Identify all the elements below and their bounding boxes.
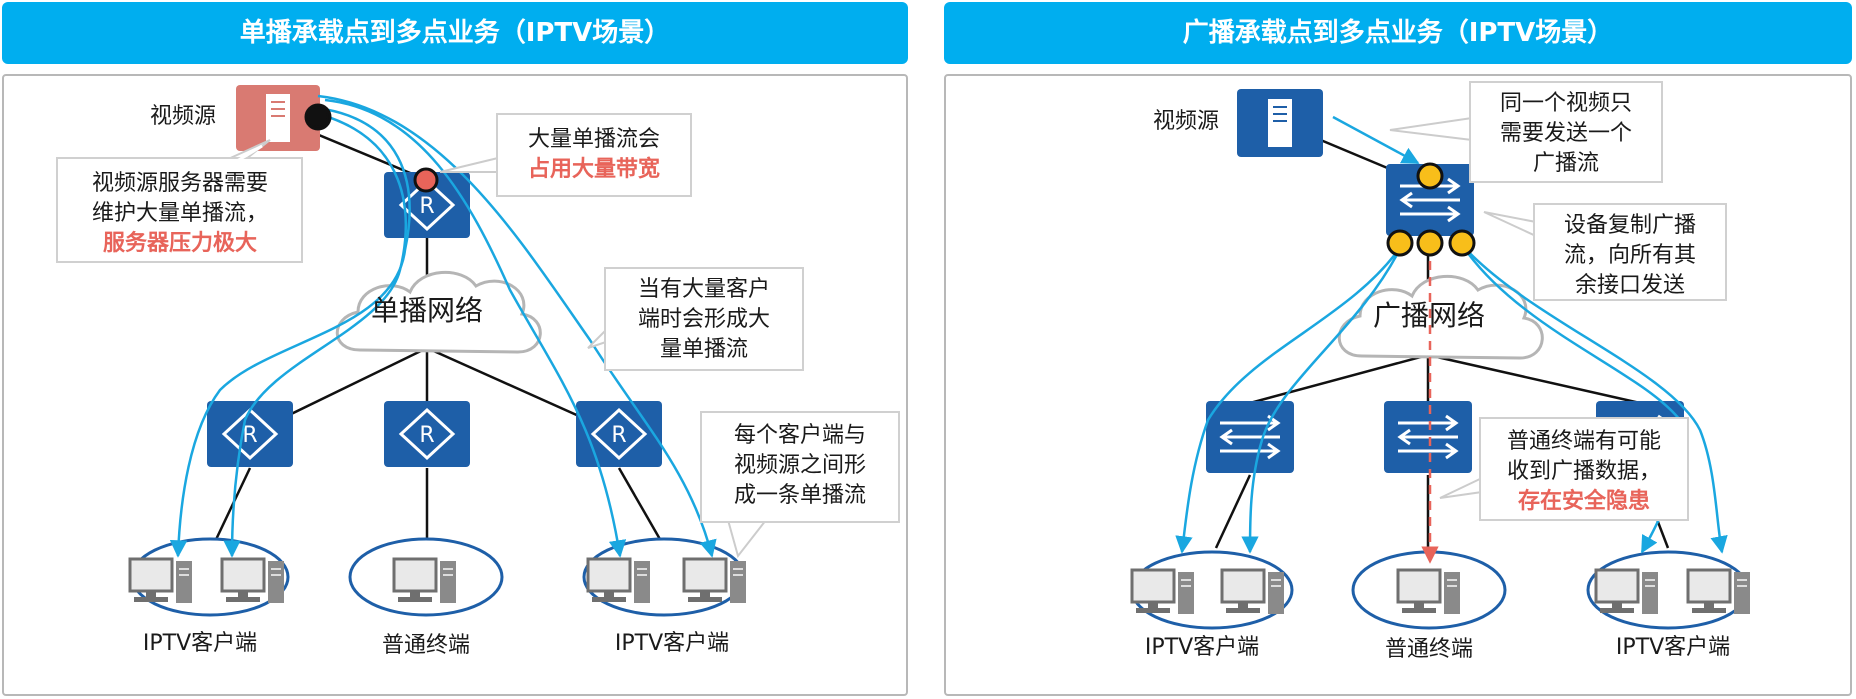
callout-source [56,139,303,263]
callout-once-line3: 广播流 [1533,151,1599,176]
callout-copy-line3: 余接口发送 [1575,273,1685,298]
iptv-client-label-left: IPTV客户端 [143,631,257,656]
normal-terminal-label: 普通终端 [1385,637,1473,662]
callout-once-line1: 同一个视频只 [1500,91,1632,116]
callout-risk-line3: 存在安全隐患 [1518,488,1650,514]
right-panel [944,74,1852,696]
left-diagram: 视频源 单播网络 视频源服务器需要 维护大量单播流， 服务器压力极大 大量单播流… [56,84,900,658]
callout-each-line1: 每个客户端与 [734,423,866,448]
callout-each-line2: 视频源之间形 [734,453,866,478]
callout-many-line2: 端时会形成大 [638,307,770,332]
broadcast-network-label: 广播网络 [1373,299,1485,332]
switch-icon [1204,399,1296,475]
switch-ports [1386,162,1476,257]
callout-once-line2: 需要发送一个 [1500,121,1632,146]
callout-security-risk [1439,417,1689,521]
right-panel-title: 广播承载点到多点业务（IPTV场景） [944,2,1852,64]
callout-copy-line1: 设备复制广播 [1564,213,1696,238]
router-port-marker [413,167,439,193]
unicast-network-label: 单播网络 [371,294,483,327]
callout-risk-line1: 普通终端有可能 [1507,429,1661,454]
iptv-client-label-left: IPTV客户端 [1145,635,1259,660]
left-panel-title: 单播承载点到多点业务（IPTV场景） [2,2,908,64]
callout-many-line1: 当有大量客户 [638,277,770,302]
callout-source-line1: 视频源服务器需要 [92,171,268,196]
left-panel [2,74,908,696]
router-icon [574,399,664,469]
video-source-label: 视频源 [1153,109,1219,134]
normal-terminal-label: 普通终端 [382,633,470,658]
video-server-icon [1236,88,1324,158]
right-diagram: 视频源 广播网络 同一个视频只 需要发送一个 广播流 设备复制广播 流，向所有其… [1130,81,1752,662]
callout-copy-ports [1483,203,1727,301]
callout-single-stream [1389,81,1663,183]
callout-bandwidth-line2: 占用大量带宽 [528,156,660,182]
callout-source-line2: 维护大量单播流， [92,201,268,226]
iptv-client-label-right: IPTV客户端 [1616,635,1730,660]
router-icon [382,399,472,469]
callout-each-client [700,411,900,559]
video-source-label: 视频源 [150,104,216,129]
callout-source-line3: 服务器压力极大 [103,231,257,256]
callout-risk-line2: 收到广播数据， [1507,459,1661,484]
callout-bandwidth [439,113,692,197]
unicast-flows [169,94,717,558]
switch-icon [1382,399,1474,475]
iptv-client-label-right: IPTV客户端 [615,631,729,656]
callout-each-line3: 成一条单播流 [734,483,866,508]
callout-many-line3: 量单播流 [660,337,748,362]
callout-copy-line2: 流，向所有其 [1564,243,1696,268]
callout-bandwidth-line1: 大量单播流会 [528,127,660,152]
callout-many-clients [587,267,804,371]
